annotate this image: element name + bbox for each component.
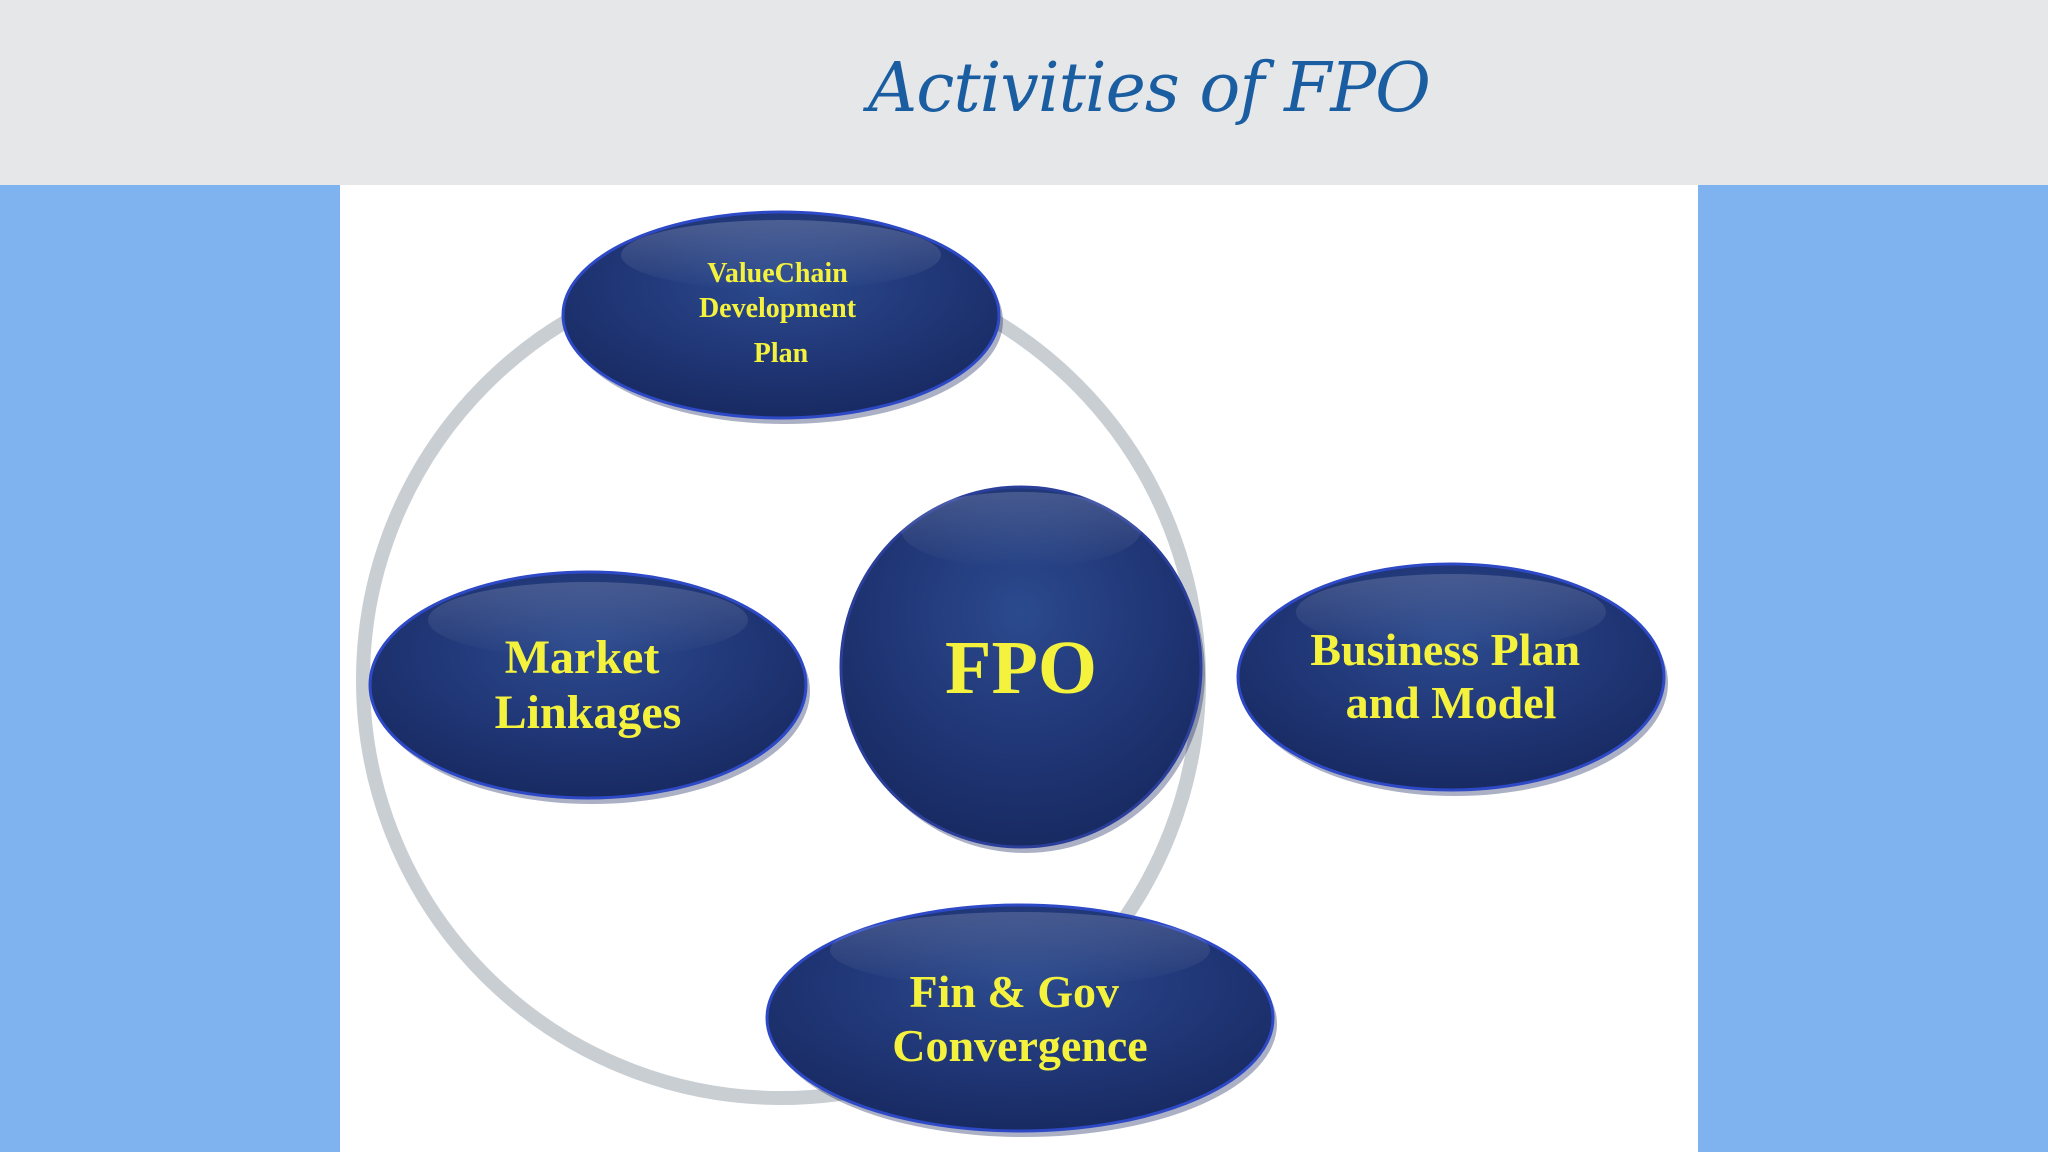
node-business-plan-line-2: and Model [1346, 677, 1557, 728]
left-side-panel [0, 185, 340, 1152]
fpo-activities-diagram: ValueChain Development Plan Market Linka… [356, 210, 1668, 1137]
node-fin-gov-line-1: Fin & Gov [909, 966, 1119, 1017]
node-fpo-center-label: FPO [945, 626, 1097, 710]
svg-text:Business Plan and Mode: Business Plan and Model [1310, 624, 1591, 728]
node-market-linkages-line-1: Market [505, 631, 660, 684]
node-value-chain-line-1: ValueChain [707, 258, 848, 289]
node-value-chain: ValueChain Development Plan [561, 210, 1003, 424]
node-market-linkages: Market Linkages [368, 570, 810, 804]
node-business-plan: Business Plan and Model [1236, 562, 1668, 796]
right-side-panel [1698, 185, 2048, 1152]
node-fin-gov: Fin & Gov Convergence [765, 903, 1277, 1137]
node-market-linkages-line-2: Linkages [495, 686, 682, 739]
node-business-plan-line-1: Business Plan [1310, 624, 1580, 675]
node-value-chain-line-3: Plan [754, 338, 809, 369]
node-fin-gov-line-2: Convergence [892, 1020, 1147, 1071]
node-fpo-center: FPO [839, 485, 1205, 853]
header-bar: Activities of FPO [0, 0, 2048, 185]
svg-text:ValueChain Development: ValueChain Development Plan [699, 258, 863, 369]
page-title: Activities of FPO [868, 49, 1431, 128]
svg-text:Fin & Gov Convergence: Fin & Gov Convergence [892, 966, 1147, 1071]
svg-text:Market Linkages: Market Linkages [495, 631, 682, 739]
diagram-canvas: ValueChain Development Plan Market Linka… [340, 185, 1698, 1152]
node-value-chain-line-2: Development [699, 293, 857, 324]
